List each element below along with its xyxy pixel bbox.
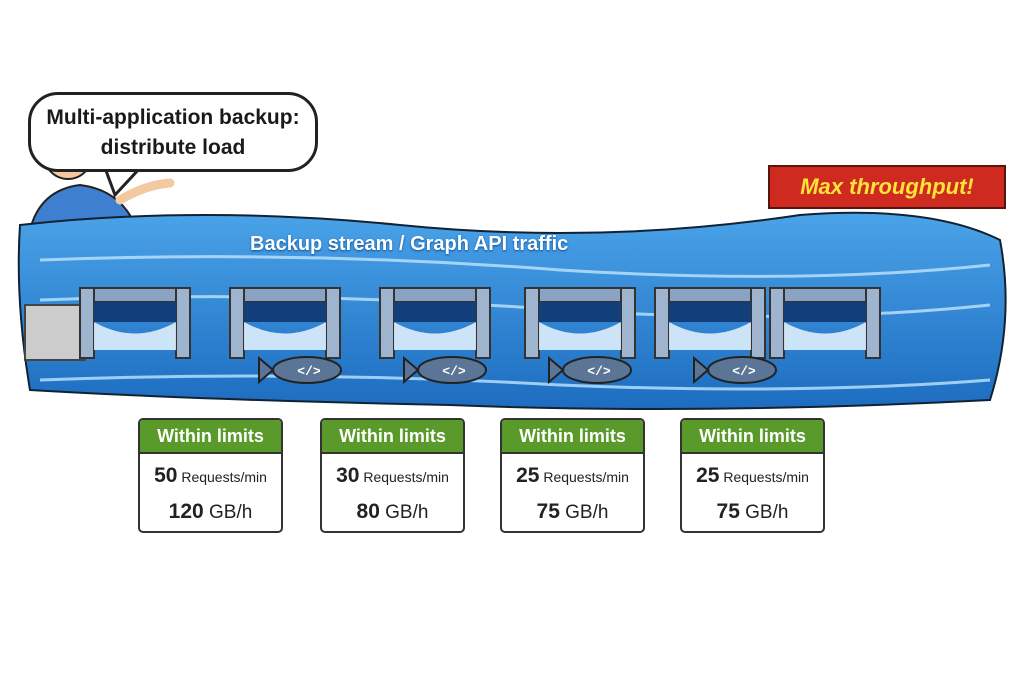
throughput-unit: GB/h	[385, 502, 429, 523]
limit-card-3: Within limits 25 Requests/min 75 GB/h	[500, 418, 645, 533]
gate	[769, 287, 881, 359]
throughput-value: 75	[716, 500, 740, 523]
requests-unit: Requests/min	[543, 469, 629, 485]
gate	[524, 287, 636, 359]
status-badge: Within limits	[502, 420, 643, 454]
throughput-unit: GB/h	[565, 502, 609, 523]
fish-code-symbol: </>	[587, 364, 611, 379]
code-fish-icon: </>	[548, 355, 632, 385]
throughput-unit: GB/h	[209, 502, 253, 523]
weir-gates	[79, 287, 881, 359]
throughput-value: 75	[536, 500, 560, 523]
requests-unit: Requests/min	[363, 469, 449, 485]
gate	[654, 287, 766, 359]
speech-line-1: Multi-application backup:	[46, 106, 300, 129]
fish-code-symbol: </>	[732, 364, 756, 379]
requests-unit: Requests/min	[181, 469, 267, 485]
status-badge: Within limits	[322, 420, 463, 454]
fish-code-symbol: </>	[442, 364, 466, 379]
code-fish-icon: </>	[258, 355, 342, 385]
stream-label: Backup stream / Graph API traffic	[250, 233, 569, 255]
max-throughput-banner: Max throughput!	[768, 165, 1006, 209]
speech-bubble: Multi-application backup: distribute loa…	[28, 92, 318, 172]
requests-value: 50	[154, 464, 178, 487]
throughput-value: 120	[168, 500, 204, 523]
limit-card-2: Within limits 30 Requests/min 80 GB/h	[320, 418, 465, 533]
fish-code-symbol: </>	[297, 364, 321, 379]
code-fish-icon: </>	[693, 355, 777, 385]
gate	[379, 287, 491, 359]
limit-card-4: Within limits 25 Requests/min 75 GB/h	[680, 418, 825, 533]
requests-value: 30	[336, 464, 360, 487]
throughput-unit: GB/h	[745, 502, 789, 523]
requests-value: 25	[696, 464, 720, 487]
speech-line-2: distribute load	[100, 136, 246, 159]
gate	[79, 287, 191, 359]
throughput-value: 80	[356, 500, 380, 523]
code-fish-icon: </>	[403, 355, 487, 385]
gate	[229, 287, 341, 359]
stone-wall	[24, 304, 86, 361]
status-badge: Within limits	[682, 420, 823, 454]
status-badge: Within limits	[140, 420, 281, 454]
requests-value: 25	[516, 464, 540, 487]
limit-card-1: Within limits 50 Requests/min 120 GB/h	[138, 418, 283, 533]
requests-unit: Requests/min	[723, 469, 809, 485]
